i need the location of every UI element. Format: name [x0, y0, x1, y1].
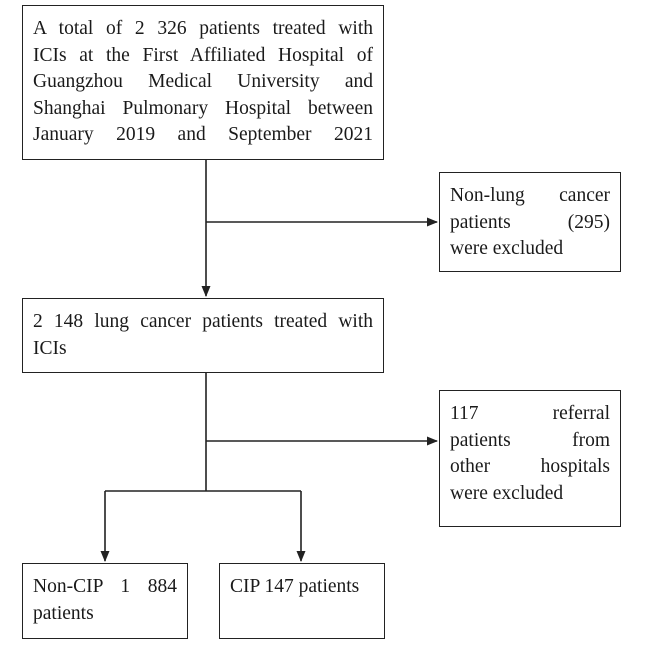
box-text-line: Non-lung cancer	[450, 185, 610, 206]
box-text-line: patients from	[450, 429, 610, 451]
lung-cancer-box: 2 148 lung cancer patients treated with …	[22, 298, 384, 373]
total-patients-box: A total of 2 326 patients treated with I…	[22, 5, 384, 160]
excluded-nonlung-box: Non-lung cancer patients (295) were excl…	[439, 172, 621, 272]
box-text-line: CIP 147 patients	[230, 576, 360, 597]
excluded-referral-box: 117 referral patients from other hospita…	[439, 390, 621, 527]
box-text-line: Shanghai Pulmonary Hospital between	[33, 97, 373, 119]
box-text-line: 117 referral	[450, 403, 610, 424]
cip-box: CIP 147 patients	[219, 563, 385, 639]
box-text-line: patients	[33, 602, 94, 624]
box-text-line: patients (295)	[450, 211, 610, 233]
box-text-line: were excluded	[450, 482, 564, 504]
box-text-line: were excluded	[450, 238, 564, 259]
box-text-line: 2 148 lung cancer patients treated with	[33, 311, 373, 332]
box-text-line: Guangzhou Medical University and	[33, 71, 373, 92]
box-text-line: ICIs	[33, 337, 67, 359]
non-cip-box: Non-CIP 1 884 patients	[22, 563, 188, 639]
box-text-line: January 2019 and September 2021	[33, 124, 373, 145]
box-text-line: A total of 2 326 patients treated with	[33, 18, 373, 39]
box-text-line: ICIs at the First Affiliated Hospital of	[33, 44, 373, 66]
box-text-line: Non-CIP 1 884	[33, 576, 177, 597]
box-text-line: other hospitals	[450, 456, 610, 477]
